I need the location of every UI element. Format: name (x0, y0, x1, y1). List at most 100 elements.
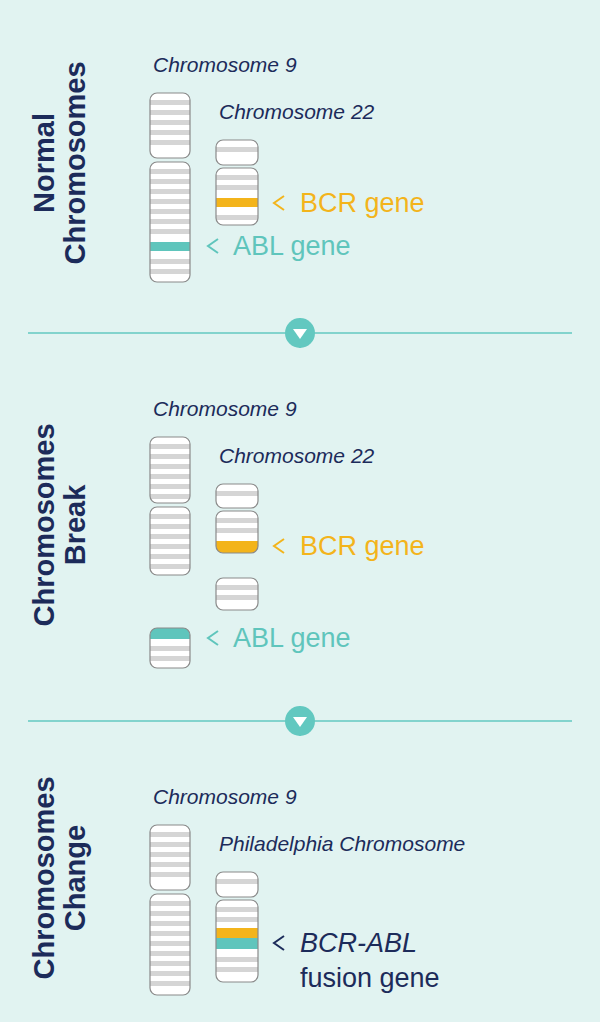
chromosome-stripe (150, 564, 190, 569)
flow-arrow (299, 706, 301, 736)
chromosome-stripe (150, 981, 190, 986)
chromosome-stripe (150, 862, 190, 867)
chromosome-stripe (150, 554, 190, 559)
chromosome-stripe (150, 100, 190, 105)
chromosome-stripe (150, 921, 190, 926)
chromosome-fragment (216, 578, 258, 610)
chromosome-shape (216, 140, 258, 225)
chromosome-stripe (150, 832, 190, 837)
chromosome-outline (216, 168, 258, 225)
chromosome-stripe (150, 842, 190, 847)
chromosome-stripe (150, 911, 190, 916)
pointer-chevron (208, 631, 218, 645)
chromosome-arm (216, 140, 258, 165)
chromosome-stripe (216, 491, 258, 496)
chromosome-stripe (150, 961, 190, 966)
pointer-chevron (274, 196, 284, 210)
section-band: Chromosome 9 Chromosome 22 Normal Chromoso… (0, 0, 600, 318)
chromosome-stripe (150, 189, 190, 194)
gene-band (150, 242, 190, 251)
chromosome-arm (216, 511, 258, 553)
abl-fragment (150, 628, 190, 668)
chromosome-arm (150, 825, 190, 890)
chromosome-outline (216, 872, 258, 897)
chromosome-name: Chromosome 9 (153, 53, 297, 77)
chromosome-stripe (150, 454, 190, 459)
chromosome-stripe (150, 169, 190, 174)
chromosome-stripe (216, 518, 258, 523)
chromosome-stripe (150, 872, 190, 877)
arrow-circle (285, 318, 315, 348)
chromosome-shape (150, 93, 190, 282)
chromosome-stripe (150, 951, 190, 956)
chromosome-stripe (150, 229, 190, 234)
chromosome-stripe (150, 209, 190, 214)
chromosome-shape (216, 872, 258, 982)
chromosome-name: Philadelphia Chromosome (219, 832, 465, 856)
chromosome-outline (150, 162, 190, 282)
section-heading: Normal Chromosomes (29, 56, 91, 271)
gene-label: BCR gene (300, 188, 425, 218)
gene-band (216, 541, 258, 553)
chromosome-stripe (150, 120, 190, 125)
gene-label: ABL gene (233, 231, 351, 261)
pointer-chevron (274, 936, 284, 950)
arrow-head (293, 717, 307, 727)
chromosome-stripe (216, 185, 258, 190)
chromosome-stripe (150, 474, 190, 479)
section-heading: Chromosomes Break (29, 418, 91, 633)
arrow-circle (285, 706, 315, 736)
chromosome-outline (150, 437, 190, 503)
chromosome-stripe (216, 175, 258, 180)
chromosome: Chromosome 22 (216, 140, 258, 225)
flow-arrow (299, 318, 301, 348)
chromosome-stripe (150, 971, 190, 976)
chromosome-stripe (216, 957, 258, 962)
chromosome-stripe (150, 534, 190, 539)
chromosome-outline (150, 507, 190, 575)
chromosome-shape (150, 825, 190, 995)
chromosome-stripe (150, 259, 190, 264)
chromosome-stripe (150, 444, 190, 449)
chromosome-stripe (150, 179, 190, 184)
gene-label: BCR gene (300, 531, 425, 561)
arrow-head (293, 329, 307, 339)
chromosome-outline (150, 894, 190, 995)
chromosome-name: Chromosome 9 (153, 397, 297, 421)
gene-band (216, 938, 258, 949)
gene-label: ABL gene (233, 623, 351, 653)
chromosome-shape (150, 437, 190, 575)
flow-connector (285, 318, 315, 348)
chromosome-stripe (216, 879, 258, 884)
chromosome: Philadelphia Chromosome (216, 872, 258, 982)
chromosome-stripe (150, 901, 190, 906)
chromosome-stripe (150, 524, 190, 529)
chromosome-stripe (216, 907, 258, 912)
chromosome-stripe (150, 199, 190, 204)
chromosome-arm (216, 872, 258, 897)
chromosome-name: Chromosome 22 (219, 444, 374, 468)
section-heading: Chromosomes Change (29, 771, 91, 986)
chromosome-arm (216, 484, 258, 508)
chromosome-outline (216, 484, 258, 508)
chromosome-outline (150, 93, 190, 158)
chromosome-stripe (216, 967, 258, 972)
chromosome-stripe (150, 514, 190, 519)
chromosome-name: Chromosome 9 (153, 785, 297, 809)
chromosome-arm (216, 168, 258, 225)
chromosome-stripe (150, 484, 190, 489)
chromosome-outline (150, 825, 190, 890)
chromosome-arm (150, 437, 190, 503)
gene-band (216, 198, 258, 207)
pointer-chevron (274, 539, 284, 553)
chromosome-stripe (150, 941, 190, 946)
chromosome-arm (150, 507, 190, 575)
chromosome-stripe (216, 215, 258, 220)
chromosome-stripe (216, 147, 258, 152)
chromosome-stripe (150, 494, 190, 499)
chromosome-stripe (216, 528, 258, 533)
chromosome: Chromosome 9 (150, 93, 190, 282)
chromosome-stripe (150, 931, 190, 936)
chromosome-stripe (150, 110, 190, 115)
